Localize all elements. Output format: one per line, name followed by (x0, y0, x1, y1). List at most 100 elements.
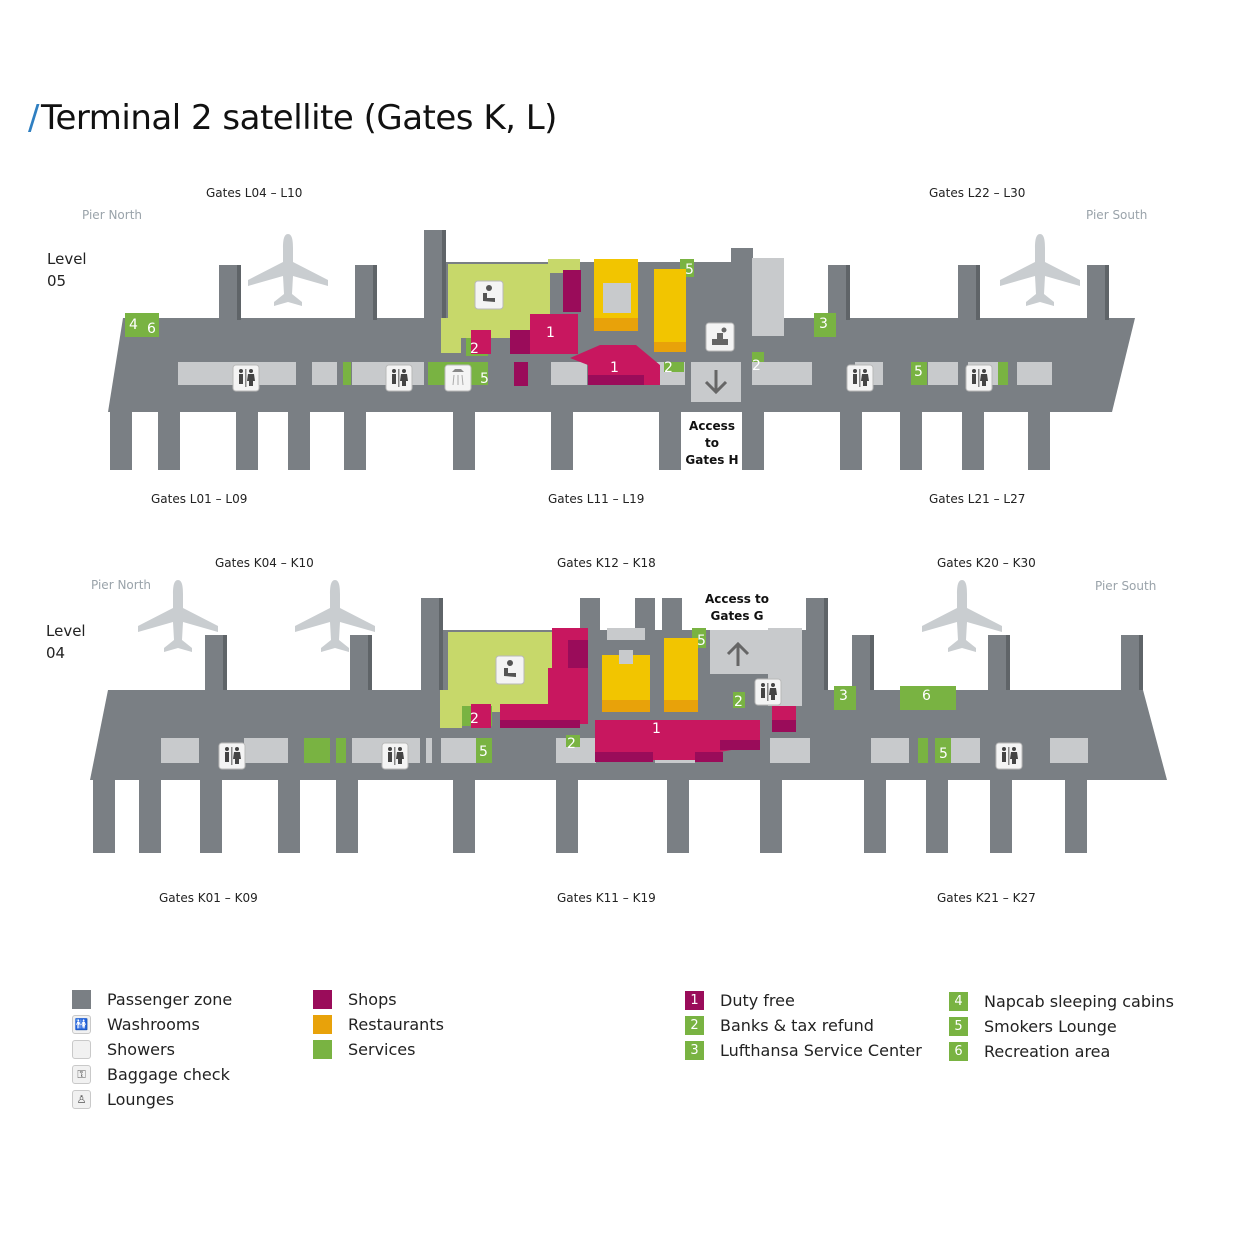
shower-icon (72, 1040, 91, 1059)
restaurants-swatch (313, 1015, 332, 1034)
marker-6: 6 (147, 321, 156, 337)
lounge-icon[interactable] (495, 655, 525, 685)
gates-label-k12-k18: Gates K12 – K18 (557, 556, 656, 570)
marker-1: 1 (652, 721, 661, 737)
level-number: 04 (46, 644, 66, 662)
legend-label: Washrooms (107, 1015, 200, 1034)
marker-3: 3 (839, 688, 848, 704)
marker-2: 2 (734, 694, 743, 710)
washroom-icon[interactable] (754, 678, 782, 706)
legend-baggage: ⚿Baggage check (72, 1065, 230, 1084)
arrow-down-icon[interactable] (691, 362, 741, 402)
baggage-icon: ⚿ (72, 1065, 91, 1084)
services-swatch (313, 1040, 332, 1059)
washroom-icon[interactable] (965, 364, 993, 392)
legend-lounges: ♙ Lounges (72, 1090, 174, 1109)
level-label-05: Level 05 (47, 248, 87, 292)
page-title: /Terminal 2 satellite (Gates K, L) (28, 98, 557, 138)
restaurants-area (602, 638, 698, 712)
legend-label: Passenger zone (107, 990, 233, 1009)
legend-label: Restaurants (348, 1015, 444, 1034)
shops-area (471, 628, 796, 762)
legend-passenger-zone: Passenger zone (72, 990, 232, 1009)
page-title-text: Terminal 2 satellite (Gates K, L) (40, 98, 557, 138)
lounge-icon[interactable] (474, 280, 504, 310)
number-badge: 2 (685, 1016, 704, 1035)
legend-label: Smokers Lounge (984, 1017, 1117, 1036)
number-markers: 2 5 2 1 5 2 3 6 5 (470, 633, 948, 762)
legend-label: Lufthansa Service Center (720, 1041, 922, 1060)
access-gates-g[interactable]: Access to Gates G (698, 591, 776, 625)
marker-1: 1 (546, 325, 555, 341)
marker-3: 3 (819, 316, 828, 332)
lounge-icon: ♙ (72, 1090, 91, 1109)
washroom-icon[interactable] (232, 364, 260, 392)
marker-2: 2 (664, 360, 673, 376)
shops-swatch (313, 990, 332, 1009)
gates-label-l04-l10: Gates L04 – L10 (206, 186, 303, 200)
washroom-icon: 🚻 (72, 1015, 91, 1034)
access-line-2: Gates G (710, 609, 764, 623)
square-swatch (72, 990, 91, 1009)
legend-label: Napcab sleeping cabins (984, 992, 1174, 1011)
marker-1: 1 (610, 360, 619, 376)
legend-washrooms: 🚻 Washrooms (72, 1015, 200, 1034)
gates-label-l22-l30: Gates L22 – L30 (929, 186, 1026, 200)
washroom-icon[interactable] (995, 742, 1023, 770)
gates-label-k04-k10: Gates K04 – K10 (215, 556, 314, 570)
title-slash: / (28, 98, 39, 138)
marker-6: 6 (922, 688, 931, 704)
level-04-map: 2 5 2 1 5 2 3 6 5 (90, 580, 1167, 853)
restaurants-area (594, 259, 686, 352)
legend-label: Shops (348, 990, 397, 1009)
legend-label: Lounges (107, 1090, 175, 1109)
level-number: 05 (47, 272, 67, 290)
marker-5: 5 (914, 364, 923, 380)
number-badge: 5 (949, 1017, 968, 1036)
legend-shops: Shops (313, 990, 397, 1009)
gates-label-k01-k09: Gates K01 – K09 (159, 891, 258, 905)
access-line-2: to (705, 436, 719, 450)
washroom-icon[interactable] (218, 742, 246, 770)
number-markers: 4 6 2 1 1 5 2 2 5 3 5 (129, 262, 923, 387)
marker-5: 5 (685, 262, 694, 278)
number-badge: 1 (685, 991, 704, 1010)
gates-label-k21-k27: Gates K21 – K27 (937, 891, 1036, 905)
number-badge: 6 (949, 1042, 968, 1061)
baggage-icon[interactable] (705, 322, 735, 352)
shops-area (471, 270, 660, 386)
level-word: Level (47, 250, 87, 268)
services-area (125, 259, 1008, 385)
level-word: Level (46, 622, 86, 640)
legend-label: Services (348, 1040, 416, 1059)
level-05-map: 4 6 2 1 1 5 2 2 5 3 5 (108, 230, 1135, 470)
plane-icon (1000, 234, 1080, 306)
passenger-zone (108, 230, 1135, 470)
pier-south-label-l04: Pier South (1095, 579, 1157, 593)
shower-icon[interactable] (444, 364, 472, 392)
arrow-up-icon[interactable] (710, 630, 768, 674)
access-line-3: Gates H (685, 453, 739, 467)
marker-5: 5 (479, 744, 488, 760)
washroom-icon[interactable] (381, 742, 409, 770)
terminal-map: 4 6 2 1 1 5 2 2 5 3 5 (90, 230, 1167, 853)
legend-label: Banks & tax refund (720, 1016, 874, 1035)
washroom-icon[interactable] (846, 364, 874, 392)
gates-label-l01-l09: Gates L01 – L09 (151, 492, 248, 506)
pier-north-label-l04: Pier North (91, 578, 151, 592)
legend-banks: 2 Banks & tax refund (685, 1016, 874, 1035)
legend-smokers: 5 Smokers Lounge (949, 1017, 1117, 1036)
legend-label: Duty free (720, 991, 795, 1010)
legend-services: Services (313, 1040, 415, 1059)
washroom-icon[interactable] (385, 364, 413, 392)
marker-5: 5 (939, 746, 948, 762)
access-line-1: Access to (704, 592, 770, 606)
marker-2: 2 (752, 358, 761, 374)
pier-north-label-l05: Pier North (82, 208, 142, 222)
marker-2: 2 (470, 341, 479, 357)
legend-duty-free: 1 Duty free (685, 991, 795, 1010)
